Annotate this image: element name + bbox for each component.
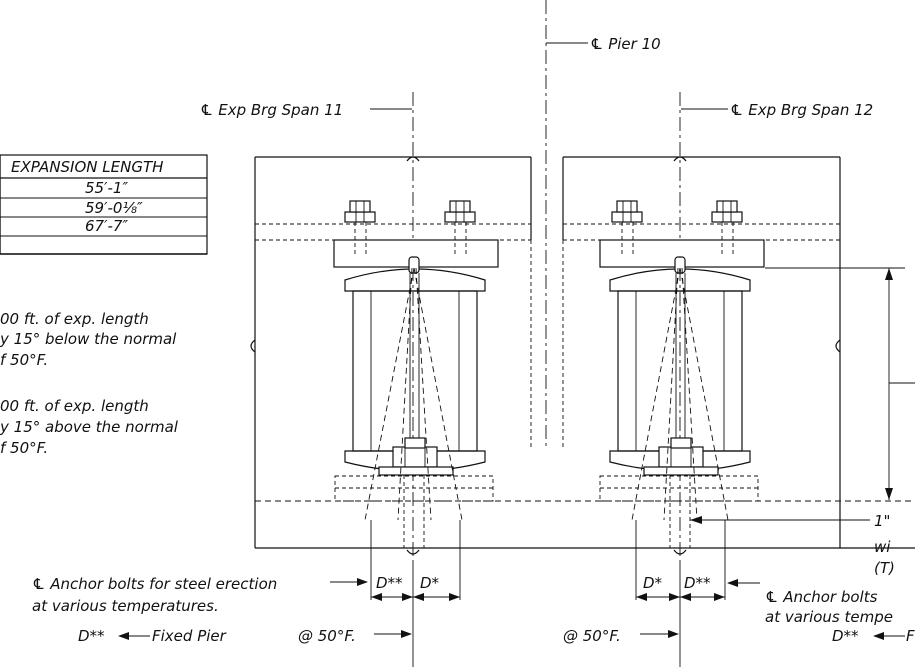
- right-bottom-dimensions: [635, 520, 760, 667]
- table-header: EXPANSION LENGTH: [11, 158, 163, 176]
- left-rocker-bearing: [333, 200, 499, 548]
- fixed-pier-label: Fixed Pier: [152, 627, 227, 645]
- at-50-left: @ 50°F.: [298, 627, 356, 645]
- right-note-3: (T): [874, 559, 895, 577]
- left-bottom-dimensions: [330, 520, 461, 667]
- note1-line1: 00 ft. of exp. length: [0, 310, 149, 328]
- fixed-pier-right-label: F: [906, 627, 915, 645]
- d-dstar-right: D**: [684, 574, 711, 592]
- pier-cl-label: ℄ Pier 10: [590, 35, 661, 53]
- note2-line3: f 50°F.: [0, 439, 48, 457]
- d-star-right: D*: [643, 574, 663, 592]
- d-star-left: D*: [420, 574, 440, 592]
- right-note-2: wi: [874, 538, 891, 556]
- fixed-pier-dstar: D**: [78, 627, 105, 645]
- note1-line3: f 50°F.: [0, 351, 48, 369]
- note2-line2: y 15° above the normal: [0, 418, 179, 436]
- anchor-right-line1: ℄ Anchor bolts: [765, 588, 878, 606]
- anchor-right-line2: at various tempe: [765, 608, 893, 626]
- note2-line1: 00 ft. of exp. length: [0, 397, 149, 415]
- anchor-left-line1: ℄ Anchor bolts for steel erection: [32, 575, 277, 593]
- right-rocker-bearing: [599, 200, 765, 548]
- fixed-pier-right-dstar: D**: [832, 627, 859, 645]
- exp-brg-12-label: ℄ Exp Brg Span 12: [730, 101, 873, 119]
- d-dstar-left: D**: [376, 574, 403, 592]
- superstructure-outline: [250, 156, 915, 555]
- right-note-1: 1": [874, 512, 890, 530]
- note1-line2: y 15° below the normal: [0, 330, 177, 348]
- expansion-length-table: EXPANSION LENGTH 55′-1″ 59′-0⅛″ 67′-7″: [0, 154, 208, 255]
- table-row-1: 55′-1″: [85, 179, 128, 197]
- anchor-left-line2: at various temperatures.: [32, 597, 219, 615]
- at-50-right: @ 50°F.: [563, 627, 621, 645]
- table-row-2: 59′-0⅛″: [85, 199, 143, 217]
- table-row-3: 67′-7″: [85, 217, 128, 235]
- exp-brg-11-label: ℄ Exp Brg Span 11: [200, 101, 343, 119]
- right-vertical-dimension: [690, 267, 915, 524]
